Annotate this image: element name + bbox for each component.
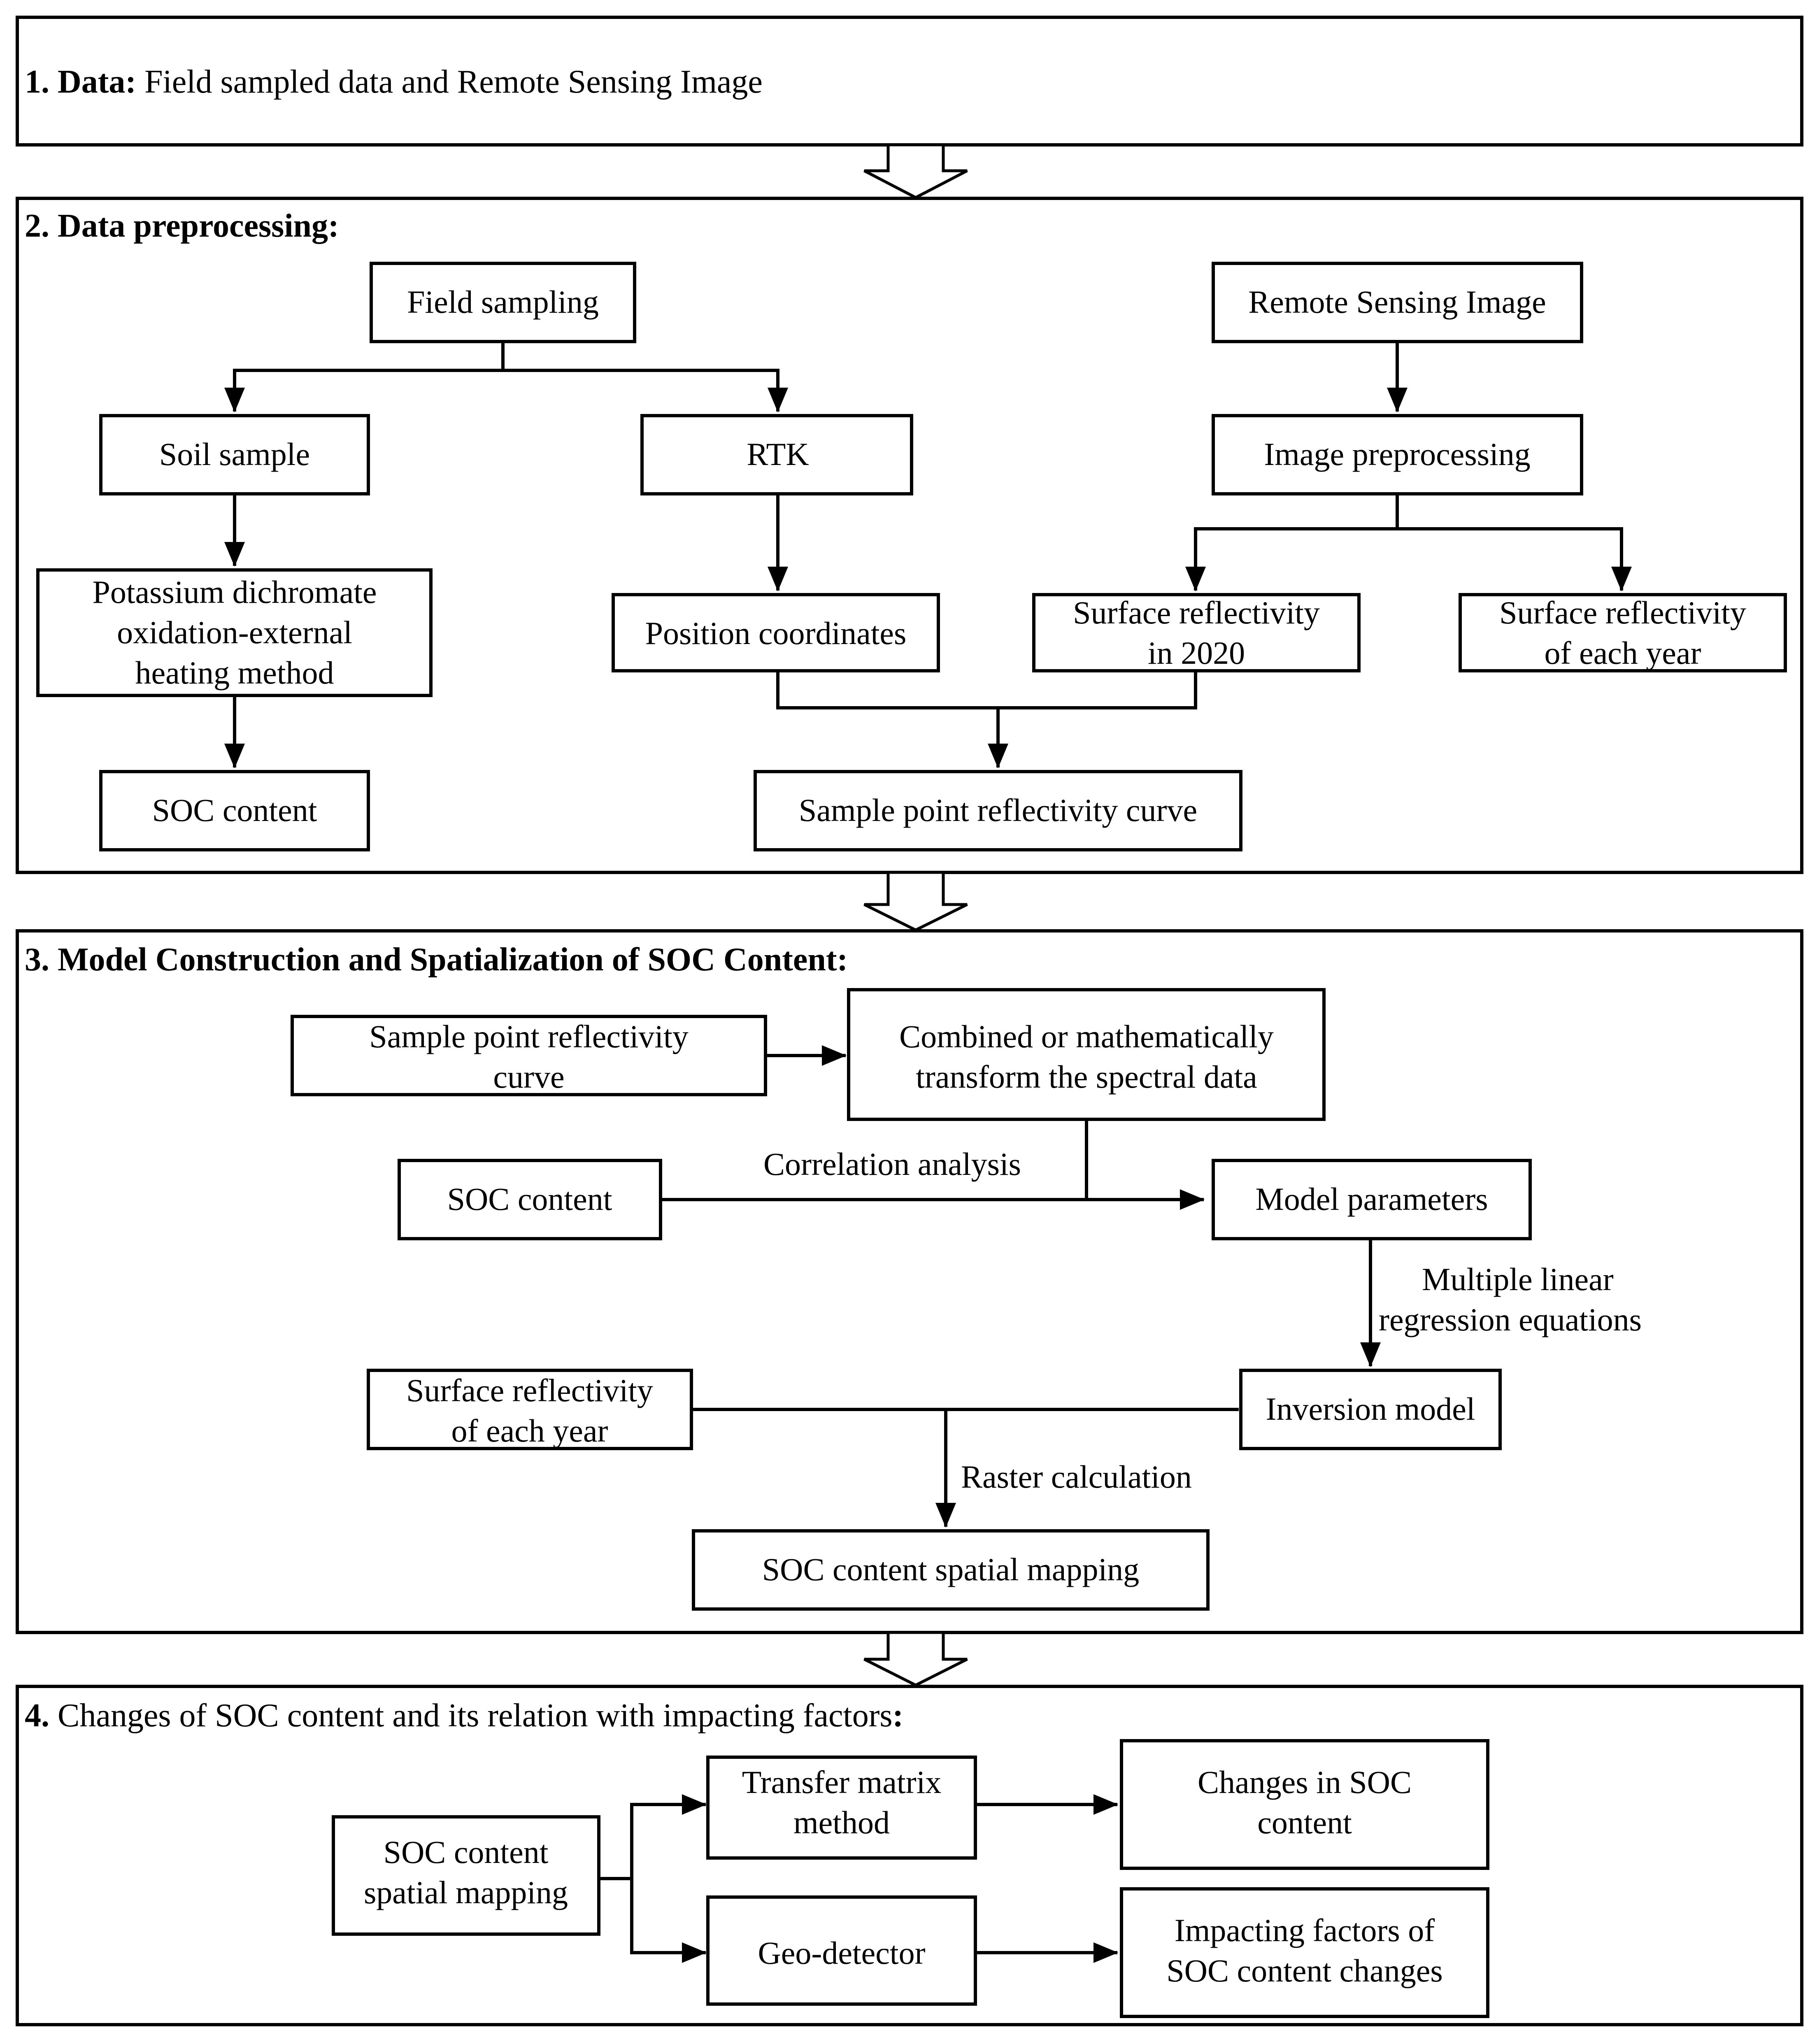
field-sampling-box — [370, 262, 636, 343]
position-coordinates-label: Position coordinates — [645, 615, 907, 651]
combined-transform-box — [847, 988, 1326, 1121]
surface-each-year-line-2: of each year — [1544, 635, 1701, 671]
soc-content-box — [99, 770, 370, 851]
remote-sensing-image-label: Remote Sensing Image — [1248, 284, 1546, 320]
soil-sample-label: Soil sample — [159, 436, 310, 472]
potassium-label-line-3: heating method — [135, 655, 334, 691]
surface-reflectivity-2020-box — [1032, 593, 1361, 672]
s3-soc-content-label: SOC content — [447, 1181, 612, 1217]
flow-arrow-3-to-4 — [863, 1631, 968, 1687]
soc-content-spatial-mapping-label: SOC content spatial mapping — [762, 1551, 1139, 1587]
impacting-factors-line-1: Impacting factors of — [1175, 1912, 1435, 1948]
edge-mapping-to-geodetector — [630, 1879, 707, 1963]
edge-merge-position-2020 — [776, 671, 1197, 709]
rtk-box — [640, 414, 913, 495]
transfer-matrix-line-1: Transfer matrix — [742, 1764, 942, 1800]
changes-in-soc-content-box — [1120, 1739, 1489, 1870]
inversion-model-label: Inversion model — [1266, 1391, 1475, 1427]
remote-sensing-image-box — [1212, 262, 1583, 343]
edge-preprocessing-to-2020 — [1185, 494, 1399, 591]
geo-detector-label: Geo-detector — [758, 1935, 925, 1971]
field-sampling-label: Field sampling — [407, 284, 599, 320]
section-4-heading: 4. Changes of SOC content and its relati… — [25, 1698, 903, 1734]
surface-each-year-line-1: Surface reflectivity — [1499, 595, 1746, 630]
section-4-frame — [16, 1685, 1803, 2026]
section-2-data-preprocessing: 2. Data preprocessing: Field sampling Re… — [16, 197, 1803, 874]
impacting-factors-line-2: SOC content changes — [1166, 1953, 1443, 1988]
s3-surface-reflectivity-each-year-box — [367, 1369, 693, 1450]
surface-reflectivity-each-year-box — [1459, 593, 1787, 672]
inversion-model-box — [1239, 1369, 1502, 1450]
edge-field-to-rtk — [503, 369, 788, 412]
section-3-model-construction: 3. Model Construction and Spatialization… — [16, 929, 1803, 1634]
surface-2020-line-2: in 2020 — [1148, 635, 1245, 671]
potassium-label-line-2: oxidation-external — [117, 614, 352, 650]
edge-mapping-to-transfer — [599, 1794, 707, 1880]
s4-soc-content-spatial-mapping-box — [332, 1815, 600, 1936]
potassium-dichromate-box — [36, 568, 433, 697]
sample-point-reflectivity-curve-box — [754, 770, 1242, 851]
model-parameters-box — [1212, 1159, 1532, 1240]
section-1-heading: 1. Data: Field sampled data and Remote S… — [25, 64, 763, 100]
soil-sample-box — [99, 414, 370, 495]
transfer-matrix-method-box — [706, 1756, 977, 1860]
changes-soc-line-2: content — [1257, 1804, 1352, 1840]
s4-soc-mapping-line-2: spatial mapping — [364, 1874, 568, 1910]
position-coordinates-box — [612, 593, 940, 672]
combined-transform-line-2: transform the spectral data — [916, 1059, 1257, 1095]
section-2-heading: 2. Data preprocessing: — [25, 208, 339, 244]
s4-soc-mapping-line-1: SOC content — [384, 1834, 549, 1870]
surface-2020-line-1: Surface reflectivity — [1073, 595, 1320, 630]
s3-sample-curve-line-1: Sample point reflectivity — [369, 1019, 688, 1054]
rtk-label: RTK — [747, 436, 809, 472]
s3-surface-each-year-line-2: of each year — [451, 1413, 608, 1449]
transfer-matrix-line-2: method — [793, 1804, 890, 1840]
image-preprocessing-label: Image preprocessing — [1264, 436, 1531, 472]
correlation-analysis-label: Correlation analysis — [763, 1146, 1021, 1182]
edge-preprocessing-to-each-year — [1397, 527, 1632, 591]
section-4-changes-and-factors: 4. Changes of SOC content and its relati… — [16, 1685, 1803, 2026]
multiple-linear-label-line-2: regression equations — [1379, 1302, 1642, 1337]
s3-soc-content-box — [398, 1159, 662, 1240]
section-3-heading: 3. Model Construction and Spatialization… — [25, 942, 848, 978]
sample-point-reflectivity-curve-label: Sample point reflectivity curve — [799, 792, 1197, 828]
flow-arrow-1-to-2 — [863, 143, 968, 199]
model-parameters-label: Model parameters — [1255, 1181, 1488, 1217]
section-1-data: 1. Data: Field sampled data and Remote S… — [16, 16, 1803, 146]
combined-transform-line-1: Combined or mathematically — [899, 1019, 1274, 1054]
flow-arrow-2-to-3 — [863, 871, 968, 932]
geo-detector-box — [706, 1895, 977, 2006]
soc-content-label: SOC content — [152, 792, 317, 828]
s3-sample-curve-line-2: curve — [493, 1059, 564, 1095]
potassium-label-line-1: Potassium dichromate — [92, 574, 377, 610]
image-preprocessing-box — [1212, 414, 1583, 495]
changes-soc-line-1: Changes in SOC — [1198, 1764, 1412, 1800]
raster-calculation-label: Raster calculation — [961, 1459, 1192, 1495]
multiple-linear-label-line-1: Multiple linear — [1422, 1261, 1614, 1297]
impacting-factors-box — [1120, 1887, 1489, 2018]
s3-sample-point-reflectivity-curve-box — [291, 1015, 767, 1096]
s3-surface-each-year-line-1: Surface reflectivity — [406, 1372, 653, 1408]
soc-content-spatial-mapping-box — [692, 1529, 1210, 1611]
edge-field-to-soil — [224, 342, 505, 412]
